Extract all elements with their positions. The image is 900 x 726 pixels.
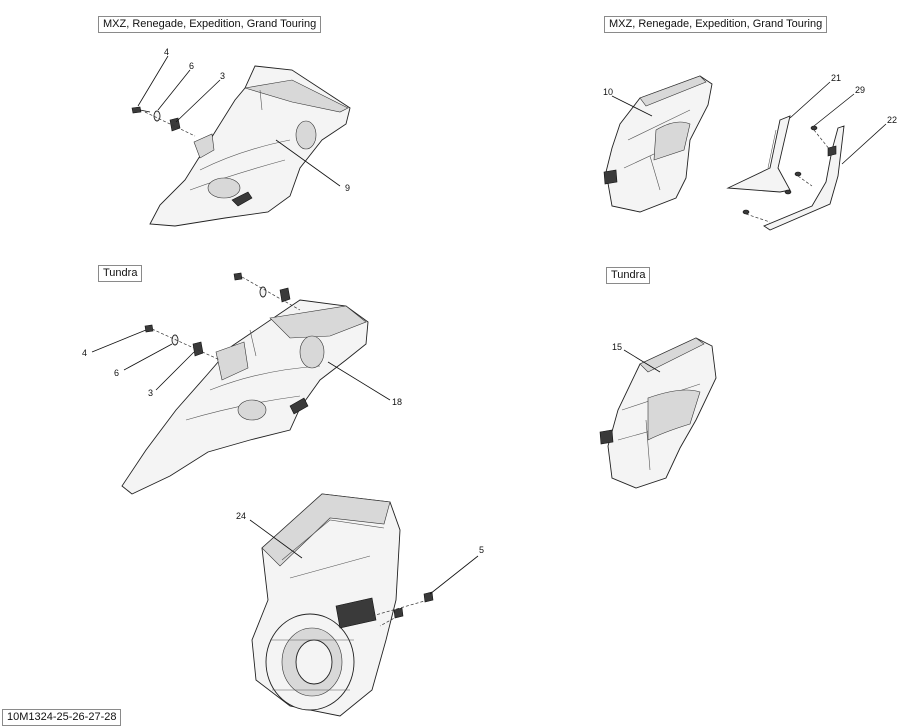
- part-9-air-duct: [149, 65, 351, 227]
- callout-21: 21: [831, 73, 841, 83]
- part-21-fin-left: [726, 115, 791, 193]
- callout-6b: 6: [114, 368, 119, 378]
- callout-5: 5: [479, 545, 484, 555]
- callout-9: 9: [345, 183, 350, 193]
- part-18-air-duct-tundra: [121, 299, 369, 495]
- callout-3a: 3: [220, 71, 225, 81]
- callout-4b: 4: [82, 348, 87, 358]
- part-6-washer-b: [171, 334, 179, 346]
- part-15-duct-tundra: [599, 337, 717, 489]
- part-3-clip-b: [192, 341, 204, 357]
- part-6-washer-a: [153, 110, 161, 122]
- callout-3b: 3: [148, 388, 153, 398]
- callout-6a: 6: [189, 61, 194, 71]
- callout-4a: 4: [164, 47, 169, 57]
- part-24-fan-housing: [251, 493, 401, 717]
- callout-10: 10: [603, 87, 613, 97]
- part-5-screws: [393, 591, 434, 619]
- part-4-screw-a: [131, 106, 151, 114]
- part-22-fin-right: [763, 125, 845, 231]
- callout-24: 24: [236, 511, 246, 521]
- section-label-mid-right: Tundra: [606, 267, 651, 284]
- callout-15: 15: [612, 342, 622, 352]
- callout-29: 29: [855, 85, 865, 95]
- part-4-screw-b: [144, 324, 154, 333]
- section-label-top-left: MXZ, Renegade, Expedition, Grand Touring: [98, 16, 322, 33]
- part-10-duct: [603, 75, 713, 213]
- callout-18: 18: [392, 397, 402, 407]
- section-label-mid-left: Tundra: [98, 265, 143, 282]
- section-label-top-right: MXZ, Renegade, Expedition, Grand Touring: [604, 16, 828, 33]
- callout-22: 22: [887, 115, 897, 125]
